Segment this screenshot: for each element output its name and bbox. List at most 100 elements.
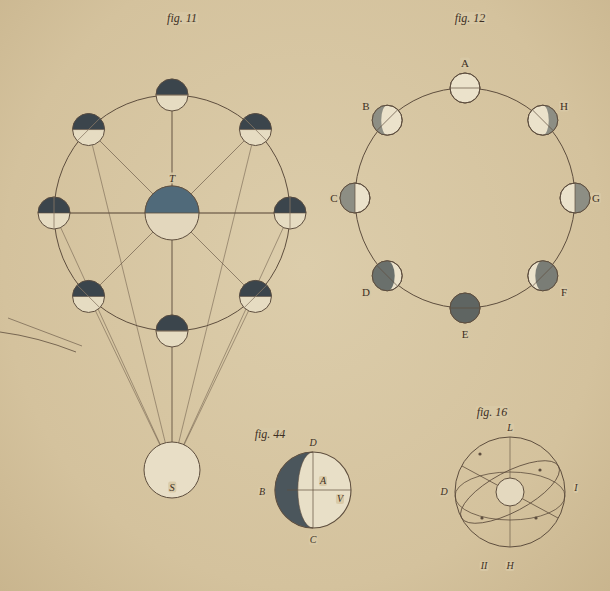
- figure-label: fig. 16: [476, 406, 509, 418]
- visible-hemisphere-line: [156, 95, 188, 96]
- point-letter: D: [439, 487, 448, 497]
- position-letter: E: [461, 329, 470, 340]
- moon-outline: [372, 105, 402, 135]
- visible-hemisphere-line: [244, 285, 267, 308]
- moon-phase-shadow: [575, 183, 590, 213]
- moon-disc: [73, 114, 105, 146]
- figure-label: fig. 44: [254, 428, 287, 440]
- moon-disc: [450, 73, 480, 103]
- moon-phase-shadow: [372, 261, 395, 291]
- earth-letter: T: [168, 173, 176, 184]
- sun-letter: S: [168, 482, 176, 493]
- position-letter: G: [591, 193, 601, 204]
- moon-disc: [528, 105, 558, 135]
- moon-disc: [156, 79, 188, 111]
- point-letter: D: [308, 438, 317, 448]
- moon-phase-shadow: [372, 105, 387, 135]
- moon-phase-shadow: [543, 105, 558, 135]
- moon-disc: [73, 280, 105, 312]
- position-letter: D: [361, 287, 371, 298]
- moon-diameter: [575, 183, 576, 213]
- moon-disc: [274, 197, 306, 229]
- position-letter: A: [460, 58, 470, 69]
- moon-outline: [450, 293, 480, 323]
- lunar-orbit: [355, 88, 575, 308]
- position-letter: B: [361, 101, 370, 112]
- moon-disc: [560, 183, 590, 213]
- point-letter: H: [505, 561, 514, 571]
- figure-label: fig. 12: [454, 12, 487, 24]
- moon-diameter: [450, 308, 480, 309]
- moon-diameter: [355, 183, 356, 213]
- figure-44: [275, 452, 351, 528]
- orbit-point: [478, 452, 481, 455]
- visible-hemisphere-line: [77, 118, 100, 141]
- moon-diameter: [532, 110, 553, 131]
- moon-disc: [372, 105, 402, 135]
- moon-outline: [528, 261, 558, 291]
- moon-diameter: [377, 265, 398, 286]
- outer-circle: [455, 437, 565, 547]
- central-body: [496, 478, 524, 506]
- sun-ray: [54, 213, 172, 470]
- visible-hemisphere-line: [54, 197, 55, 229]
- moon-diameter: [377, 110, 398, 131]
- moon-outline: [528, 105, 558, 135]
- moon-diameter: [532, 265, 553, 286]
- figure-16: [452, 437, 568, 547]
- moon-diameter: [450, 88, 480, 89]
- moon-dark-half: [156, 315, 188, 331]
- moon-disc: [340, 183, 370, 213]
- moon-disc: [38, 197, 70, 229]
- point-letter: I: [573, 483, 578, 493]
- earth-disc: [145, 186, 199, 240]
- point-letter: B: [258, 487, 266, 497]
- position-letter: H: [559, 101, 569, 112]
- fragment-drawing: [0, 318, 82, 352]
- visible-hemisphere-line: [156, 331, 188, 332]
- moon-dark-half: [239, 280, 271, 296]
- point-letter: V: [336, 494, 344, 504]
- moon-disc: [528, 261, 558, 291]
- orbit-point: [538, 468, 541, 471]
- moon-outline: [560, 183, 590, 213]
- moon-dark-half: [73, 114, 105, 130]
- fragment-line: [8, 318, 82, 346]
- sun-ray: [172, 95, 173, 470]
- figure-12: [340, 73, 590, 323]
- orbit-point: [534, 516, 537, 519]
- visible-hemisphere-line: [77, 285, 100, 308]
- moon-outline: [450, 73, 480, 103]
- moon-disc: [372, 261, 402, 291]
- figure-label: fig. 11: [166, 12, 198, 24]
- moon-outline: [372, 261, 402, 291]
- horizontal-axis: [287, 490, 351, 491]
- fragment-arc: [0, 332, 76, 352]
- earth-shadow: [145, 186, 199, 213]
- moon-dark-half: [239, 114, 271, 130]
- figure-11: [38, 79, 306, 498]
- moon-disc: [275, 452, 351, 528]
- moon-dark-half: [156, 79, 188, 95]
- point-letter: II: [480, 561, 489, 571]
- point-letter: L: [506, 423, 514, 433]
- sun-disc: [144, 442, 200, 498]
- orbit-point: [480, 516, 483, 519]
- sun-ray: [172, 213, 290, 470]
- moon-disc: [156, 315, 188, 347]
- point-letter: A: [319, 476, 327, 486]
- moon-phase-shadow: [340, 183, 355, 213]
- visible-hemisphere-line: [244, 118, 267, 141]
- moon-disc: [450, 293, 480, 323]
- point-letter: C: [309, 535, 318, 545]
- moon-disc: [239, 280, 271, 312]
- lunar-orbit: [54, 95, 290, 331]
- moon-phase-shadow: [450, 293, 480, 323]
- moon-phase-shadow: [535, 261, 558, 291]
- moon-dark-half: [73, 280, 105, 296]
- moon-disc: [239, 114, 271, 146]
- position-letter: F: [560, 287, 568, 298]
- position-letter: C: [329, 193, 338, 204]
